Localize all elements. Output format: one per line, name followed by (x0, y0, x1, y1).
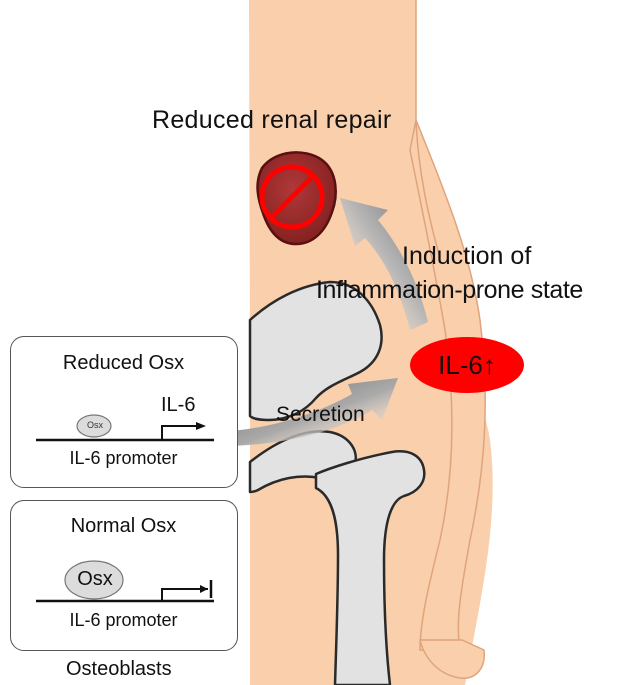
normal-promoter-label: IL-6 promoter (11, 610, 236, 631)
tss-arrow (162, 426, 200, 440)
osx-large-label: Osx (65, 568, 125, 591)
normal-osx-box: Normal Osx Osx IL-6 promoter (10, 500, 238, 651)
induction-label-line1: Induction of (402, 242, 531, 271)
normal-osx-title: Normal Osx (11, 515, 236, 538)
osx-small-label: Osx (77, 420, 113, 430)
secretion-label: Secretion (276, 403, 365, 427)
osteoblasts-caption: Osteoblasts (66, 658, 172, 681)
reduced-osx-title: Reduced Osx (11, 352, 236, 375)
induction-label-line2: Inflammation-prone state (316, 276, 583, 305)
il6-gene-label: IL-6 (161, 394, 195, 417)
reduced-promoter-label: IL-6 promoter (11, 448, 236, 469)
diagram-title: Reduced renal repair (152, 106, 391, 135)
reduced-osx-box: Reduced Osx Osx IL-6 IL-6 promoter (10, 336, 238, 488)
il6-badge-label: IL-6↑ (410, 350, 524, 381)
